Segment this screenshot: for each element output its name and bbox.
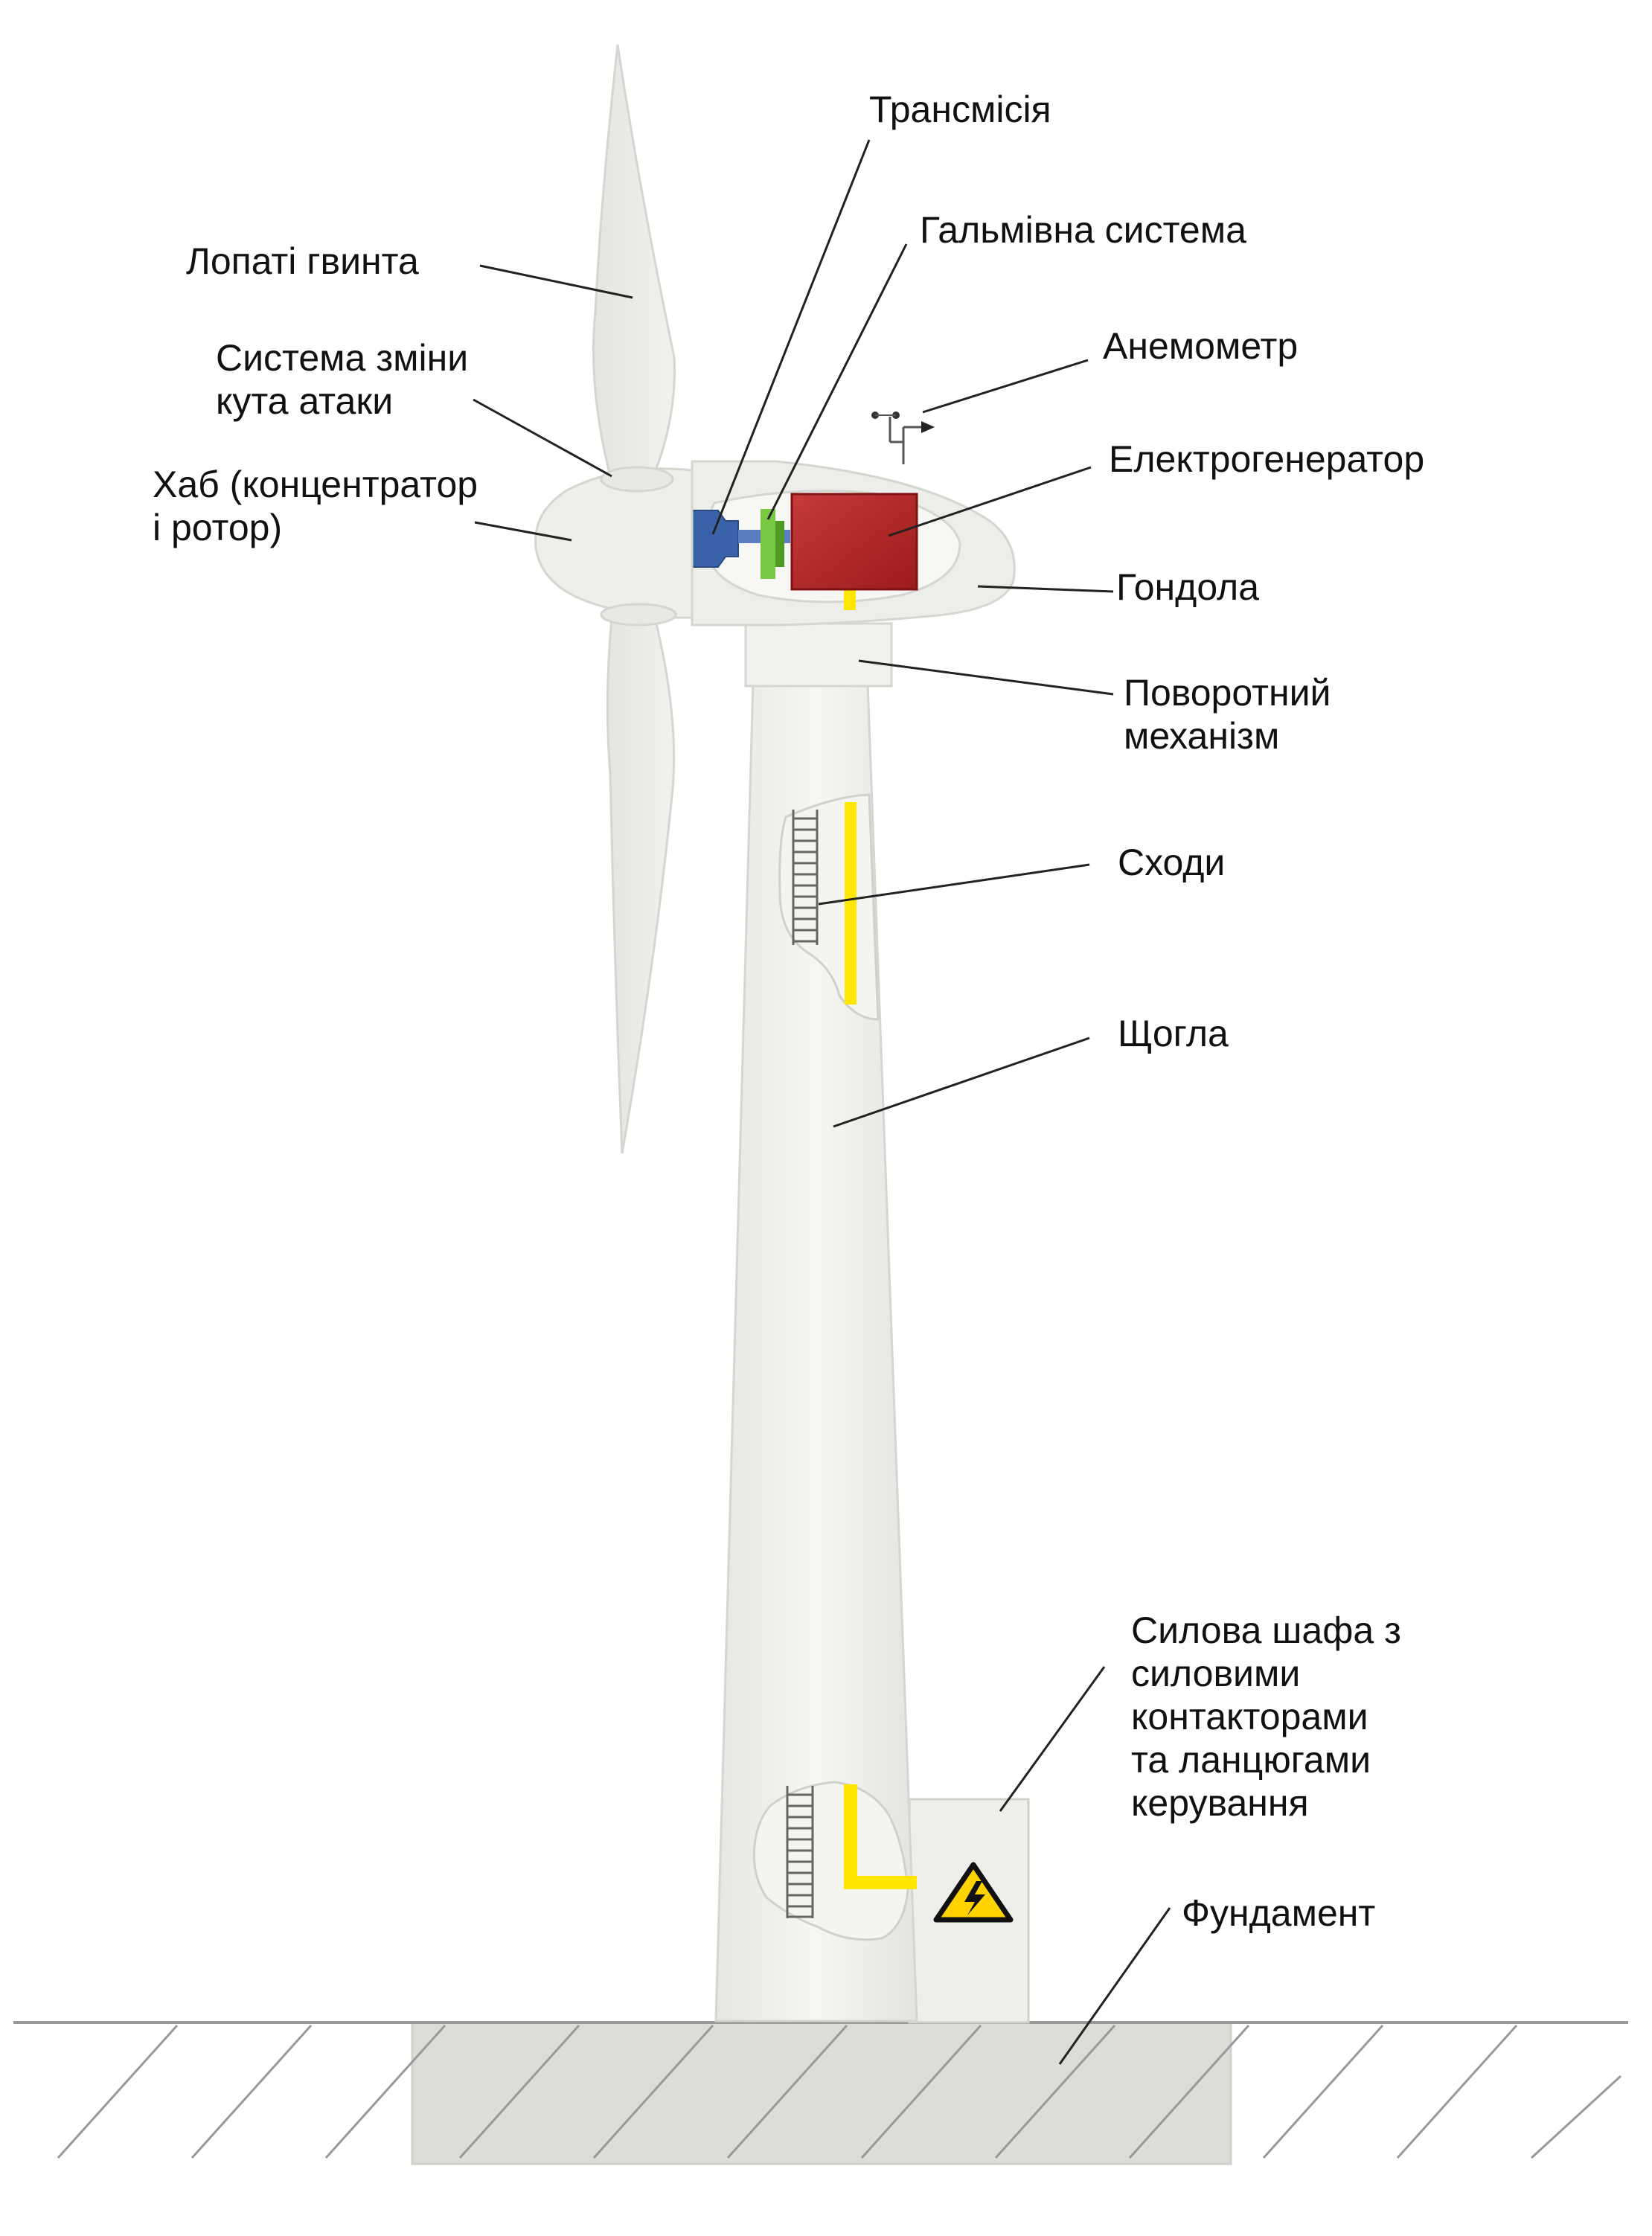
label-cabinet-line3: контакторами — [1131, 1696, 1368, 1737]
label-pitch-line1: Система зміни — [216, 337, 469, 379]
label-cabinet-line2: силовими — [1131, 1653, 1301, 1694]
pitch-collar-lower — [600, 603, 677, 627]
label-hub-line2: і ротор) — [153, 507, 283, 548]
label-yaw-line1: Поворотний — [1124, 672, 1331, 714]
anemometer-icon — [871, 411, 935, 464]
label-anemometer: Анемометр — [1103, 325, 1299, 367]
label-transmission: Трансмісія — [869, 89, 1051, 130]
foundation-block — [411, 2021, 1232, 2165]
label-nacelle: Гондола — [1116, 566, 1260, 608]
label-generator: Електрогенератор — [1109, 438, 1425, 480]
label-hub-line1: Хаб (концентратор — [153, 464, 478, 505]
label-brake-system: Гальмівна система — [920, 209, 1246, 251]
lower-cutaway — [752, 1781, 917, 1941]
label-cabinet-line4: та ланцюгами — [1131, 1739, 1371, 1781]
label-yaw-line2: механізм — [1124, 715, 1280, 757]
generator — [790, 493, 918, 591]
high-voltage-warning-icon — [933, 1862, 1014, 1923]
label-blades: Лопаті гвинта — [186, 240, 419, 282]
label-ladder: Сходи — [1118, 842, 1226, 883]
label-yaw-mechanism: Поворотний механізм — [1124, 671, 1331, 757]
pitch-collar-upper — [600, 466, 674, 493]
label-cabinet-line1: Силова шафа з — [1131, 1609, 1401, 1651]
lower-blade — [606, 616, 676, 1154]
label-power-cabinet: Силова шафа з силовими контакторами та л… — [1131, 1609, 1401, 1825]
yaw-mechanism — [744, 622, 893, 688]
label-foundation: Фундамент — [1182, 1892, 1376, 1934]
upper-blade — [592, 44, 676, 478]
label-cabinet-line5: керування — [1131, 1782, 1309, 1824]
label-tower: Щогла — [1118, 1013, 1229, 1054]
upper-cutaway — [778, 793, 880, 1021]
leader-lines — [473, 139, 1171, 2065]
label-pitch-line2: кута атаки — [216, 380, 394, 422]
label-hub: Хаб (концентратор і ротор) — [153, 463, 478, 549]
hub — [534, 467, 694, 619]
ground-hatching — [57, 2024, 1622, 2159]
brake-system — [761, 509, 784, 579]
label-pitch-system: Система зміни кута атаки — [216, 336, 468, 423]
